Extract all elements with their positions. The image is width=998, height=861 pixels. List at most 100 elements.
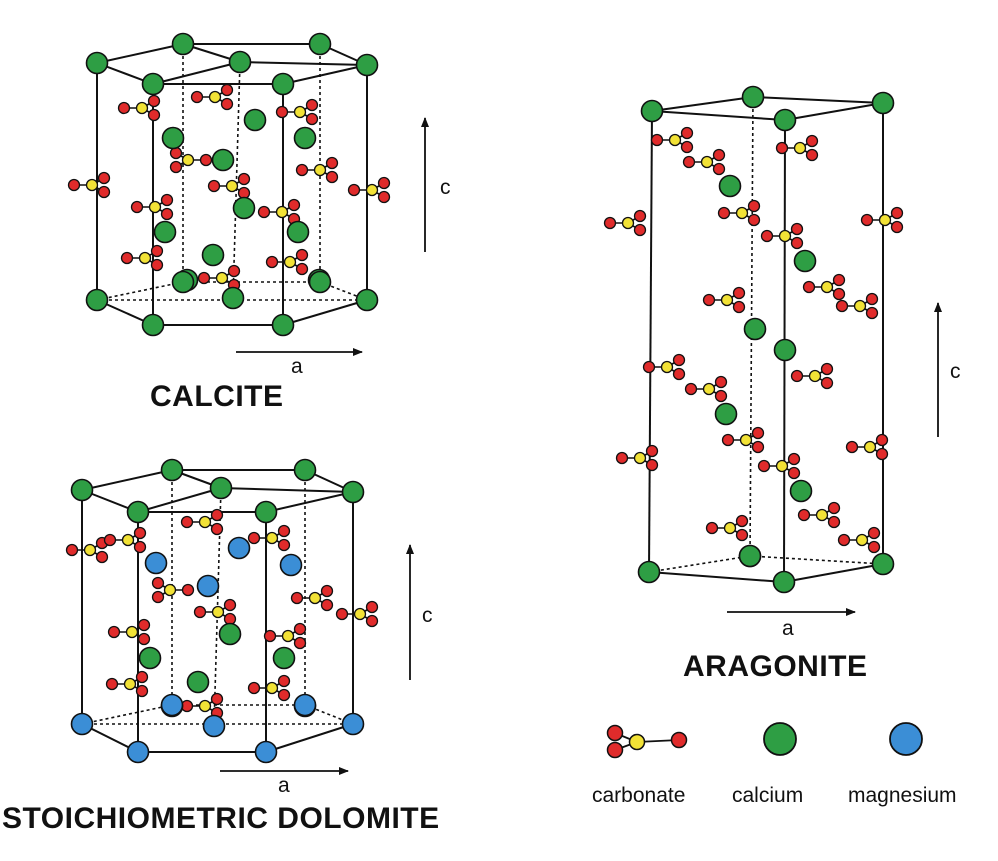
magnesium-atom <box>196 574 220 598</box>
aragonite-top-edge <box>651 110 786 121</box>
carbon-atom <box>123 677 137 691</box>
magnesium-icon <box>889 722 923 756</box>
calcium-atom <box>355 288 379 312</box>
oxygen-atom <box>277 674 291 688</box>
oxygen-atom <box>137 618 151 632</box>
oxygen-atom <box>787 466 801 480</box>
calcium-atom <box>793 249 817 273</box>
oxygen-atom <box>890 206 904 220</box>
calcium-atom <box>209 476 233 500</box>
oxygen-atom <box>832 287 846 301</box>
aragonite-bottom-hidden <box>749 555 884 565</box>
oxygen-atom <box>207 179 221 193</box>
carbonate-group <box>790 362 834 390</box>
carbonate-group <box>275 98 319 126</box>
oxygen-atom <box>650 133 664 147</box>
carbonate-group <box>130 193 174 221</box>
carbonate-group <box>837 526 881 554</box>
dolomite-center-axis <box>213 487 222 727</box>
carbon-atom <box>775 459 789 473</box>
dolomite-title: STOICHIOMETRIC DOLOMITE <box>2 802 440 835</box>
carbonate-group <box>835 292 879 320</box>
carbonate-group <box>207 172 251 200</box>
carbon-atom <box>702 382 716 396</box>
carbon-atom <box>628 733 646 751</box>
carbon-atom <box>138 251 152 265</box>
calcium-atom <box>293 458 317 482</box>
oxygen-atom <box>227 264 241 278</box>
aragonite-bottom-edge <box>783 563 884 583</box>
calcium-atom <box>254 500 278 524</box>
dolomite-axis-c-label: c <box>422 604 433 627</box>
calcium-icon <box>763 722 797 756</box>
carbon-atom <box>353 607 367 621</box>
oxygen-atom <box>837 533 851 547</box>
calcium-atom <box>741 85 765 109</box>
dolomite-top-edge <box>81 469 173 491</box>
oxygen-atom <box>867 540 881 554</box>
oxygen-atom <box>223 598 237 612</box>
magnesium-atom <box>279 553 303 577</box>
dolomite-axis-a-label: a <box>278 774 290 797</box>
oxygen-atom <box>865 292 879 306</box>
oxygen-atom <box>790 369 804 383</box>
carbonate-group <box>347 176 391 204</box>
calcium-atom <box>186 670 210 694</box>
carbonate-group <box>107 618 151 646</box>
calcium-atom <box>161 126 185 150</box>
oxygen-atom <box>790 222 804 236</box>
oxygen-atom <box>65 543 79 557</box>
oxygen-atom <box>290 591 304 605</box>
dolomite-top-inner <box>137 487 222 513</box>
calcium-atom <box>228 50 252 74</box>
carbonate-group <box>682 148 726 176</box>
oxygen-atom <box>237 172 251 186</box>
oxygen-atom <box>210 692 224 706</box>
calcium-atom <box>308 32 332 56</box>
oxygen-atom <box>717 206 731 220</box>
carbonate-group <box>721 426 765 454</box>
carbonate-group <box>760 222 804 250</box>
carbon-atom <box>700 155 714 169</box>
oxygen-atom <box>151 590 165 604</box>
carbonate-group <box>845 433 889 461</box>
carbon-atom <box>863 440 877 454</box>
oxygen-atom <box>670 731 688 749</box>
oxygen-atom <box>107 625 121 639</box>
carbon-atom <box>198 699 212 713</box>
calcium-atom <box>211 148 235 172</box>
oxygen-atom <box>277 688 291 702</box>
oxygen-atom <box>775 141 789 155</box>
aragonite-bottom-edge <box>648 571 785 583</box>
oxygen-atom <box>210 508 224 522</box>
calcite-bottom-edge <box>96 281 184 301</box>
oxygen-atom <box>293 622 307 636</box>
carbonate-group <box>290 584 334 612</box>
oxygen-atom <box>325 170 339 184</box>
carbon-atom <box>365 183 379 197</box>
carbonate-group <box>650 126 694 154</box>
oxygen-atom <box>890 220 904 234</box>
oxygen-atom <box>860 213 874 227</box>
carbonate-group <box>190 83 234 111</box>
oxygen-atom <box>365 614 379 628</box>
oxygen-atom <box>377 190 391 204</box>
carbon-atom <box>135 101 149 115</box>
oxygen-atom <box>875 433 889 447</box>
calcium-atom <box>272 646 296 670</box>
dolomite-top-edge <box>265 491 354 513</box>
oxygen-atom <box>103 533 117 547</box>
oxygen-atom <box>147 94 161 108</box>
oxygen-atom <box>105 677 119 691</box>
oxygen-atom <box>377 176 391 190</box>
oxygen-atom <box>802 280 816 294</box>
oxygen-atom <box>287 198 301 212</box>
oxygen-atom <box>133 526 147 540</box>
carbonate-group <box>615 444 659 472</box>
oxygen-atom <box>875 447 889 461</box>
carbon-atom <box>313 163 327 177</box>
oxygen-atom <box>295 248 309 262</box>
oxygen-atom <box>305 98 319 112</box>
carbon-atom <box>85 178 99 192</box>
carbon-atom <box>281 629 295 643</box>
